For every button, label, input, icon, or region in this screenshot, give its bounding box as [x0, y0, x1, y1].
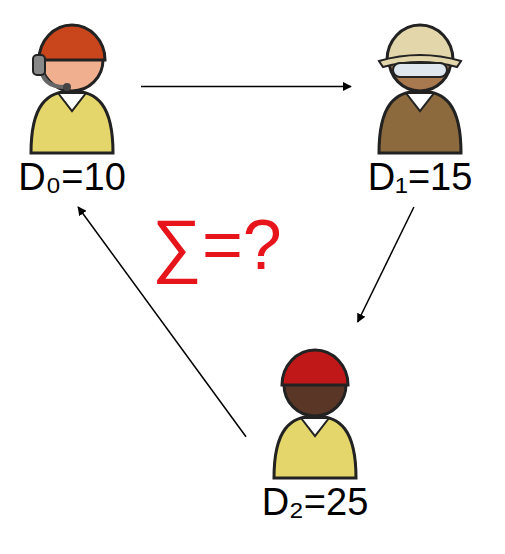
value-label: D₂=25 — [262, 480, 369, 524]
flow-arrow — [141, 86, 351, 88]
person-node: D₀=10 — [11, 5, 133, 199]
person-icon — [260, 330, 370, 480]
value-label: D₀=10 — [18, 155, 126, 199]
value-label: D₁=15 — [368, 155, 473, 199]
person-node: D₁=15 — [359, 5, 481, 199]
person-node: D₂=25 — [254, 330, 376, 524]
person-icon — [365, 5, 475, 155]
person-icon — [17, 5, 127, 155]
flow-arrow — [358, 207, 414, 322]
sum-question: ∑=? — [152, 205, 282, 285]
